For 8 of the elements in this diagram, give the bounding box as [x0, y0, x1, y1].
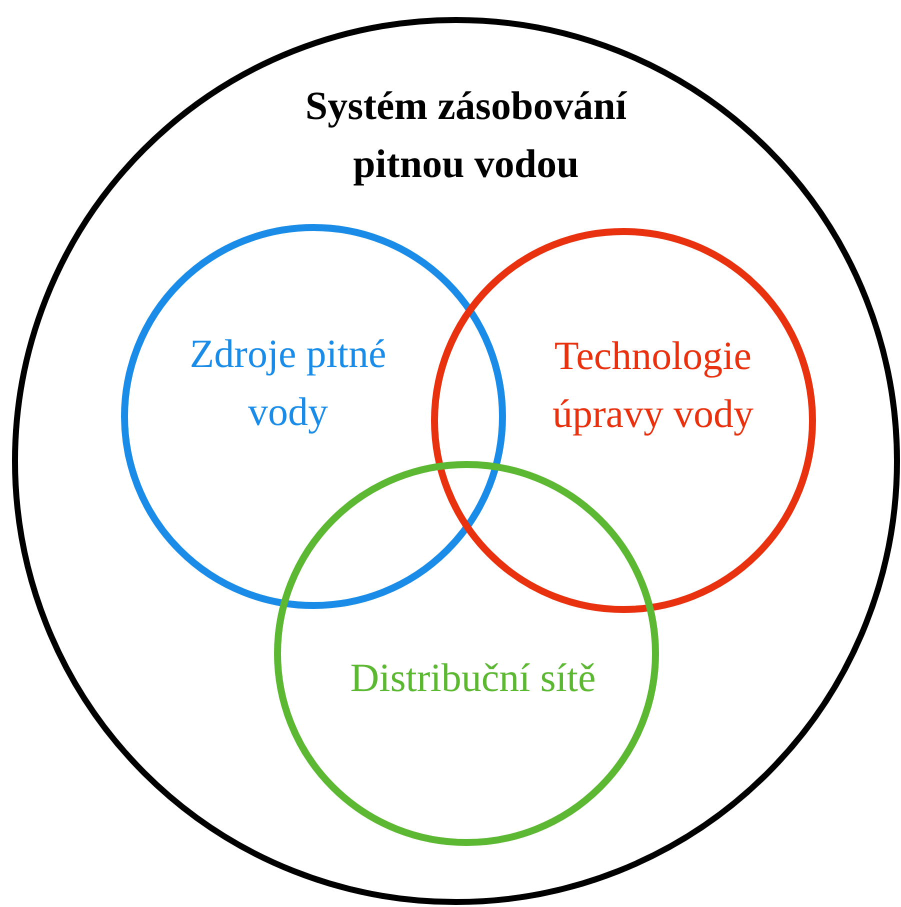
- circle-label: Technologie úpravy vody: [551, 332, 755, 438]
- venn-circle: [431, 228, 816, 613]
- system-label: Systém zásobování pitnou vodou: [304, 82, 628, 188]
- circle-label: Zdroje pitné vody: [188, 330, 388, 436]
- circle-label: Distribuční sítě: [349, 654, 597, 702]
- venn-circle: [274, 461, 659, 846]
- outer-circle: [12, 17, 900, 905]
- venn-circle: [121, 224, 506, 609]
